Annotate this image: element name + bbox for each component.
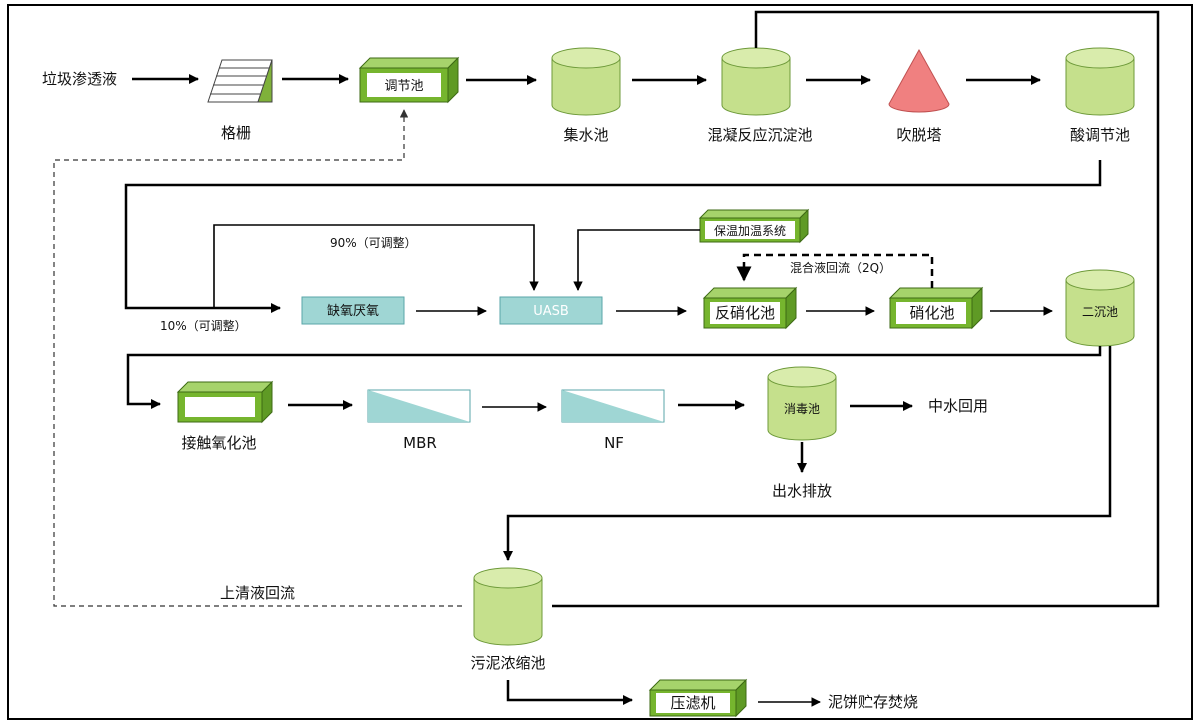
split-10-label: 10%（可调整） (160, 318, 247, 333)
mbr-unit (367, 389, 471, 423)
disinfection-tank (767, 366, 837, 441)
arrow-thickener-press (506, 680, 633, 705)
denitrification-label: 反硝化池 (715, 304, 775, 322)
nf-label: NF (604, 434, 624, 452)
acid-adjust-label: 酸调节池 (1070, 126, 1130, 144)
anoxic-anaerobic-tank (301, 296, 405, 325)
collection-label: 集水池 (563, 126, 608, 144)
secondary-clarifier-label: 二沉池 (1082, 305, 1118, 319)
reuse-label: 中水回用 (928, 397, 988, 415)
arrow-heating-uasb (573, 229, 700, 291)
disinfection-label: 消毒池 (784, 402, 820, 416)
nitrification-tank (888, 286, 984, 330)
mixed-return-line (736, 253, 934, 288)
line-coagulation-sludge (552, 10, 1160, 608)
supernatant-return-label: 上清液回流 (220, 584, 295, 602)
nf-unit (561, 389, 665, 423)
contact-oxidation-label: 接触氧化池 (181, 434, 256, 452)
arrow-acid-anoxic (124, 160, 1102, 313)
contact-oxidation-tank (176, 380, 274, 424)
denitrification-tank (702, 286, 798, 330)
sludge-thickener (473, 567, 543, 646)
uasb-label: UASB (533, 304, 569, 319)
sludge-cake-label: 泥饼贮存焚烧 (828, 693, 918, 711)
equalization-label: 调节池 (384, 79, 423, 94)
split-90-label: 90%（可调整） (330, 235, 417, 250)
screen-label: 格栅 (221, 124, 251, 142)
screen-symbol (207, 59, 273, 103)
arrow-clarifier-thickener (503, 346, 1112, 561)
filter-press (648, 678, 748, 718)
sludge-thickener-label: 污泥浓缩池 (470, 654, 545, 672)
heating-label: 保温加温系统 (714, 224, 786, 238)
anoxic-anaerobic-label: 缺氧厌氧 (327, 304, 379, 319)
supernatant-return-line (53, 109, 462, 607)
arrow-split-uasb (213, 224, 539, 308)
coagulation-label: 混凝反应沉淀池 (707, 126, 812, 144)
collection-tank (551, 47, 621, 116)
outer-frame (7, 4, 1193, 720)
stripping-label: 吹脱塔 (896, 126, 941, 144)
acid-adjust-tank (1065, 47, 1135, 116)
equalization-tank (358, 56, 460, 104)
uasb-reactor (499, 296, 603, 325)
discharge-label: 出水排放 (772, 482, 832, 500)
secondary-clarifier (1065, 269, 1135, 347)
stripping-tower (888, 48, 950, 113)
mixed-return-label: 混合液回流（2Q） (790, 260, 891, 275)
filter-press-label: 压滤机 (670, 694, 715, 712)
nitrification-label: 硝化池 (909, 304, 954, 322)
heating-system-box (698, 208, 810, 244)
coagulation-tank (721, 47, 791, 116)
arrow-clarifier-contact (126, 346, 1102, 409)
mbr-label: MBR (403, 434, 437, 452)
input-label: 垃圾渗透液 (42, 70, 117, 88)
